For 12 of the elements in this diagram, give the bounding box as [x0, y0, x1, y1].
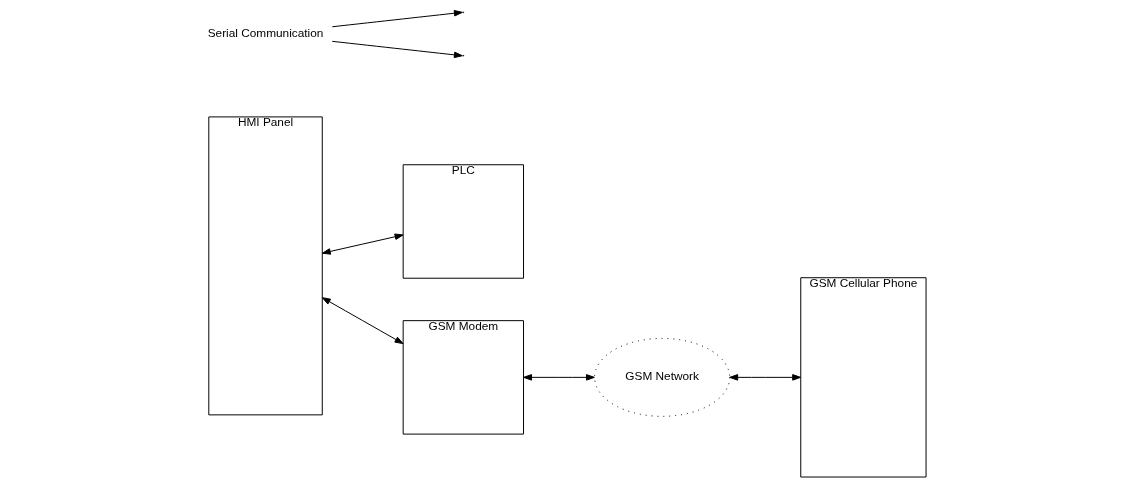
node-box: GSM Cellular Phone: [799, 277, 927, 478]
arrow: [331, 9, 463, 28]
node-box: PLC: [402, 164, 524, 279]
node-box: GSM Modem: [402, 320, 524, 435]
node-box: HMI Panel: [207, 116, 323, 416]
arrow: [321, 297, 403, 345]
arrow: [728, 374, 801, 381]
node-text: Serial Communication: [207, 26, 323, 41]
arrow: [321, 233, 403, 255]
node-ellipse: GSM Network: [593, 337, 730, 417]
arrow: [522, 374, 595, 381]
arrow: [331, 40, 463, 59]
